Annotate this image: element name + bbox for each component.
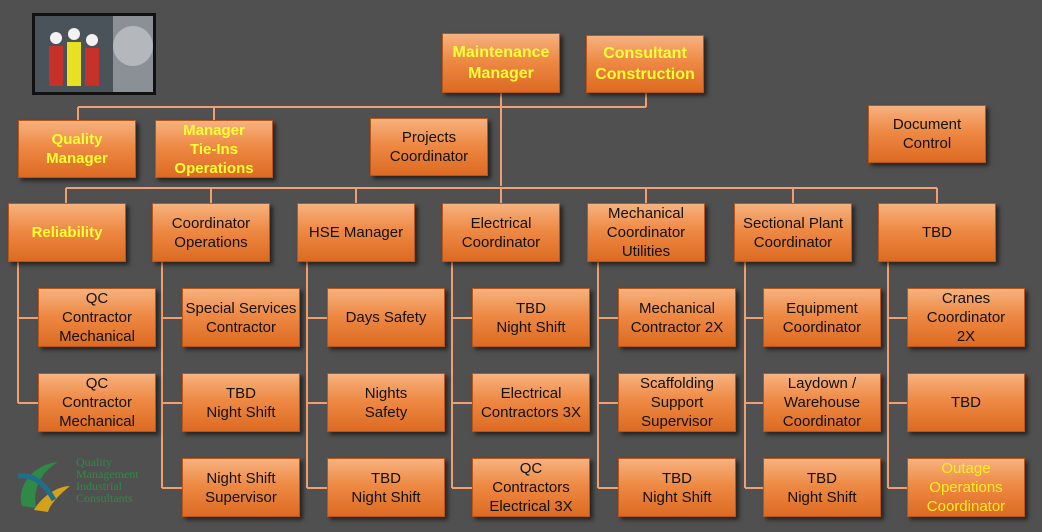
child-box: TBD Night Shift bbox=[618, 458, 736, 517]
quality-manager-box: Quality Manager bbox=[18, 120, 136, 178]
dept-mechanical-coordinator: Mechanical Coordinator Utilities bbox=[587, 203, 705, 262]
child-box: Cranes Coordinator 2X bbox=[907, 288, 1025, 347]
child-box: QC Contractor Mechanical bbox=[38, 373, 156, 432]
company-logo: Quality Management Industrial Consultant… bbox=[14, 456, 164, 516]
document-control-box: Document Control bbox=[868, 105, 986, 163]
child-box: Laydown / Warehouse Coordinator bbox=[763, 373, 881, 432]
child-box: QC Contractor Mechanical bbox=[38, 288, 156, 347]
child-box: Equipment Coordinator bbox=[763, 288, 881, 347]
workers-photo bbox=[32, 13, 156, 95]
child-box: Mechanical Contractor 2X bbox=[618, 288, 736, 347]
child-box: Days Safety bbox=[327, 288, 445, 347]
child-box: Night Shift Supervisor bbox=[182, 458, 300, 517]
child-box-outage: Outage Operations Coordinator bbox=[907, 458, 1025, 517]
dept-hse-manager: HSE Manager bbox=[297, 203, 415, 262]
child-box: Special Services Contractor bbox=[182, 288, 300, 347]
dept-reliability: Reliability bbox=[8, 203, 126, 262]
child-box: TBD Night Shift bbox=[763, 458, 881, 517]
dept-tbd: TBD bbox=[878, 203, 996, 262]
dept-electrical-coordinator: Electrical Coordinator bbox=[442, 203, 560, 262]
child-box: TBD Night Shift bbox=[327, 458, 445, 517]
child-box: Electrical Contractors 3X bbox=[472, 373, 590, 432]
logo-text: Quality Management Industrial Consultant… bbox=[76, 455, 139, 505]
logo-mark-icon bbox=[17, 462, 70, 512]
child-box: TBD bbox=[907, 373, 1025, 432]
dept-coordinator-operations: Coordinator Operations bbox=[152, 203, 270, 262]
child-box: TBD Night Shift bbox=[182, 373, 300, 432]
maintenance-manager-box: Maintenance Manager bbox=[442, 33, 560, 93]
child-box: QC Contractors Electrical 3X bbox=[472, 458, 590, 517]
child-box: Nights Safety bbox=[327, 373, 445, 432]
child-box: Scaffolding Support Supervisor bbox=[618, 373, 736, 432]
manager-tie-ins-box: Manager Tie-Ins Operations bbox=[155, 120, 273, 178]
consultant-construction-box: Consultant Construction bbox=[586, 35, 704, 93]
child-box: TBD Night Shift bbox=[472, 288, 590, 347]
dept-sectional-plant: Sectional Plant Coordinator bbox=[734, 203, 852, 262]
projects-coordinator-box: Projects Coordinator bbox=[370, 118, 488, 176]
